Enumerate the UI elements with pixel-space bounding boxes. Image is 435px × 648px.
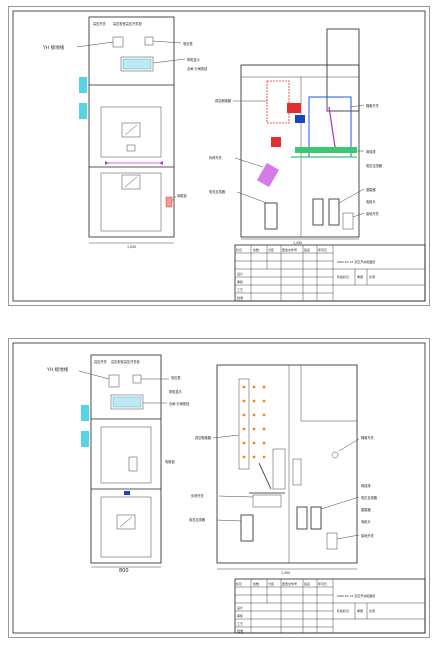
yh-label: YH 接地线 bbox=[46, 366, 69, 373]
tb-row-3: 批准 bbox=[237, 628, 243, 633]
tb-scale-2: 比例 bbox=[369, 274, 375, 279]
switch-label: 合闸-分闸按钮 bbox=[187, 66, 208, 71]
tb-scale-2: 比例 bbox=[369, 608, 375, 613]
tb-row-2: 工艺 bbox=[237, 621, 243, 626]
cabinet-title-1: 高压开关 bbox=[93, 21, 107, 26]
current-transformer-shape bbox=[264, 202, 278, 230]
side-dimension: 1,450 bbox=[293, 241, 302, 245]
viewing-window bbox=[116, 514, 136, 530]
tb-row-1: 审核 bbox=[237, 279, 243, 284]
sheet-border bbox=[12, 10, 426, 302]
vacuum-breaker-shape bbox=[266, 80, 290, 124]
side-view: 1,450 真空断路器 负荷开关 电流互感器 隔离开关 母线排 电压互感器 避雷… bbox=[209, 28, 383, 245]
tb-header-4: 签名 bbox=[304, 581, 310, 586]
ground-switch-label: 接地开关 bbox=[366, 211, 380, 216]
tb-header-4: 签名 bbox=[304, 247, 310, 252]
switch-label: 合闸-分闸按钮 bbox=[169, 401, 190, 406]
indicator-box bbox=[132, 374, 142, 384]
tb-row-2: 工艺 bbox=[237, 287, 243, 292]
tb-header-1: 处数 bbox=[253, 247, 259, 252]
current-tx-label: 电流互感器 bbox=[189, 517, 206, 522]
front-view: 高压开关 高压柜室高压开关柜 1,000 YH 接地线 电压表 带电显示 bbox=[42, 16, 208, 249]
hinge-icon bbox=[81, 431, 89, 447]
side-dimension: 1,450 bbox=[281, 571, 290, 575]
display-window bbox=[112, 396, 142, 408]
meter-box bbox=[108, 374, 120, 388]
tb-header-5: 年月日 bbox=[318, 581, 327, 586]
ground-switch-label: 接地开关 bbox=[361, 533, 375, 538]
contact-dots bbox=[242, 385, 266, 459]
front-dimension: 800 bbox=[119, 568, 129, 574]
cabinet-title-2: 高压柜室高压开关柜 bbox=[113, 21, 142, 26]
tb-scale-1: 重量 bbox=[357, 608, 363, 613]
tb-scale-0: 阶段标记 bbox=[337, 274, 349, 279]
front-dimension: 1,000 bbox=[127, 245, 136, 249]
indicator-label: 带电显示 bbox=[169, 389, 182, 394]
tb-header-0: 标记 bbox=[236, 581, 242, 586]
lock-icon bbox=[165, 196, 173, 208]
voltage-tx-label: 电压互感器 bbox=[366, 163, 383, 168]
cable-head-label: 电缆头 bbox=[366, 199, 376, 204]
yh-label: YH 接地线 bbox=[42, 44, 65, 51]
drawing-sheet-1: 高压开关 高压柜室高压开关柜 1,000 YH 接地线 电压表 带电显示 bbox=[8, 6, 430, 306]
title-block: 标记 处数 分区 更改文件号 签名 年月日 设计 审核 工艺 批准 XGN 15… bbox=[234, 578, 426, 634]
drawing-canvas-1: 高压开关 高压柜室高压开关柜 1,000 YH 接地线 电压表 带电显示 bbox=[12, 10, 426, 302]
busbar-column bbox=[238, 378, 250, 470]
load-switch-label: 负荷开关 bbox=[209, 155, 223, 160]
arrester-label: 避雷器 bbox=[361, 507, 371, 512]
tb-header-5: 年月日 bbox=[318, 247, 327, 252]
load-switch-label: 负荷开关 bbox=[191, 493, 205, 498]
tb-header-1: 处数 bbox=[253, 581, 259, 586]
hinge-icon bbox=[79, 77, 87, 93]
meter-label: 电压表 bbox=[183, 41, 193, 46]
grounding-symbol bbox=[331, 451, 339, 459]
tb-row-0: 设计 bbox=[237, 605, 243, 610]
tb-header-3: 更改文件号 bbox=[282, 581, 297, 586]
tb-header-0: 标记 bbox=[236, 247, 242, 252]
drawing-name: XGN 15-12 高压开关柜图纸 bbox=[337, 593, 375, 598]
tb-header-3: 更改文件号 bbox=[282, 247, 297, 252]
tb-header-2: 分区 bbox=[268, 581, 274, 586]
tb-row-0: 设计 bbox=[237, 271, 243, 276]
hinge-icon bbox=[79, 103, 87, 119]
indicator-box bbox=[144, 36, 154, 46]
tb-scale-1: 重量 bbox=[357, 274, 363, 279]
bus-label: 母线排 bbox=[366, 149, 376, 154]
drawing-name: XGN 15-12 高压开关柜图纸 bbox=[337, 259, 375, 264]
indicator-label: 带电显示 bbox=[187, 57, 200, 62]
insulator-shape bbox=[256, 162, 280, 188]
cable-head-label: 电缆头 bbox=[361, 519, 371, 524]
front-view: 高压开关 高压柜室高压开关柜 800 YH 接地线 电压表 带电显示 合闸-分闸… bbox=[46, 354, 190, 574]
tb-scale-0: 阶段标记 bbox=[337, 608, 349, 613]
breaker-frame bbox=[252, 494, 282, 508]
cabinet-title-2: 高压柜室高压开关柜 bbox=[111, 359, 140, 364]
vacuum-breaker-label: 真空断路器 bbox=[195, 435, 212, 440]
bus-label: 母线排 bbox=[361, 483, 371, 488]
isolator-label: 隔离开关 bbox=[366, 103, 380, 108]
voltage-tx-label: 电压互感器 bbox=[361, 495, 378, 500]
sheet-border bbox=[12, 342, 426, 634]
tb-row-3: 批准 bbox=[237, 295, 243, 300]
tb-row-1: 审核 bbox=[237, 613, 243, 618]
drawing-canvas-2: 高压开关 高压柜室高压开关柜 800 YH 接地线 电压表 带电显示 合闸-分闸… bbox=[12, 342, 426, 634]
bus-bar bbox=[295, 147, 357, 153]
side-view: 1,450 真空断路器 负荷开关 电流互感器 隔离开关 母线排 电压互感器 避雷… bbox=[189, 364, 378, 575]
viewing-window bbox=[121, 122, 141, 138]
vacuum-breaker-label: 真空断路器 bbox=[215, 98, 232, 103]
meter-label: 电压表 bbox=[171, 375, 181, 380]
isolator-label: 隔离开关 bbox=[361, 435, 375, 440]
cabinet-title-1: 高压开关 bbox=[94, 359, 108, 364]
arrester-label: 避雷器 bbox=[366, 187, 376, 192]
lock-label: 电磁锁 bbox=[177, 193, 187, 198]
display-window bbox=[120, 56, 154, 72]
tb-header-2: 分区 bbox=[268, 247, 274, 252]
title-block: 标记 处数 分区 更改文件号 签名 年月日 设计 审核 工艺 批准 XGN 15… bbox=[234, 244, 426, 302]
current-transformer-shape bbox=[240, 514, 254, 542]
drawing-sheet-2: 高压开关 高压柜室高压开关柜 800 YH 接地线 电压表 带电显示 合闸-分闸… bbox=[8, 338, 430, 638]
hinge-icon bbox=[81, 405, 89, 421]
lock-label: 电磁锁 bbox=[165, 459, 175, 464]
handle-box bbox=[128, 456, 138, 472]
current-tx-label: 电流互感器 bbox=[209, 189, 226, 194]
meter-box bbox=[112, 36, 124, 48]
